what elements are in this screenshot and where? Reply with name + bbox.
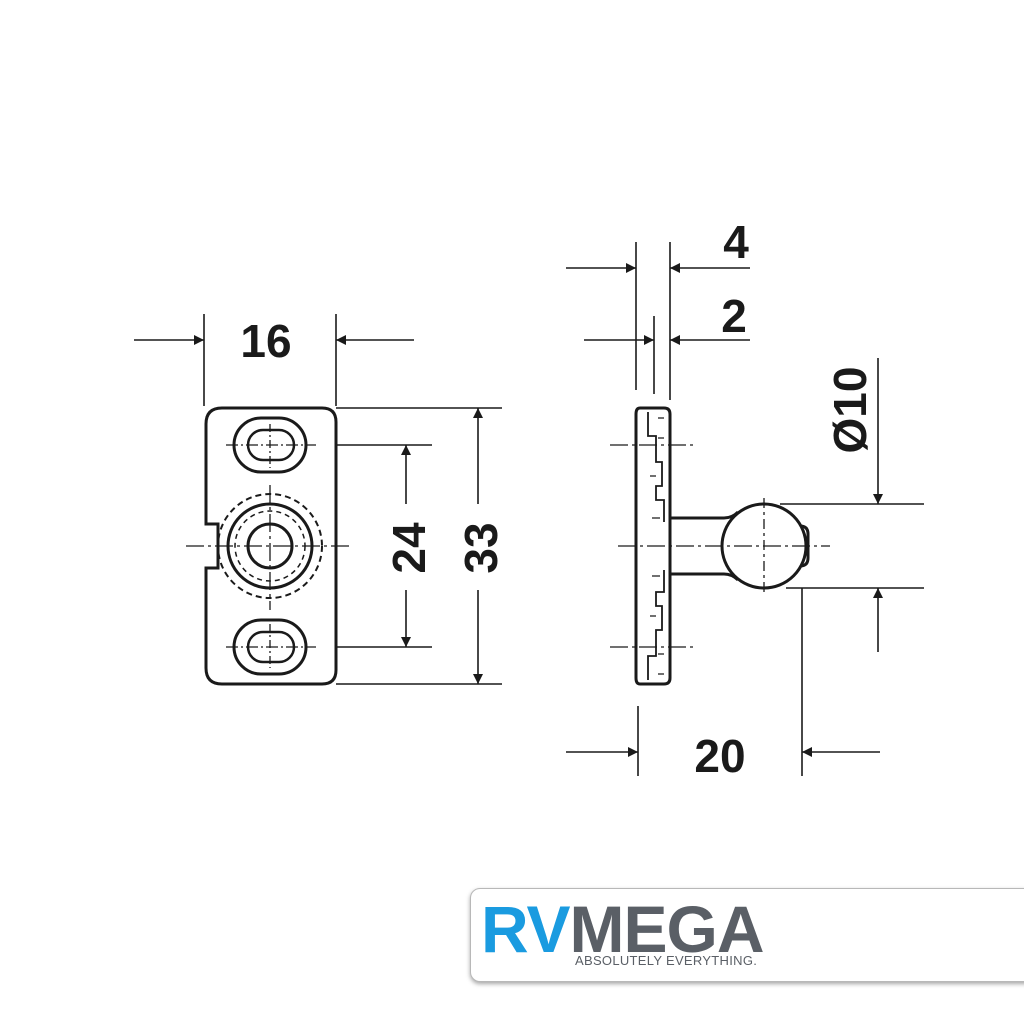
side-view (610, 406, 830, 686)
front-dimensions (134, 314, 502, 685)
dim-projection-label: 20 (694, 730, 745, 782)
front-view (186, 406, 350, 686)
logo-tagline: ABSOLUTELY EVERYTHING. (575, 953, 758, 968)
side-dimensions (566, 242, 924, 776)
dim-width-label: 16 (240, 315, 291, 367)
dim-flange-thickness-label: 2 (721, 290, 747, 342)
logo-wordmark: RVMEGA (481, 891, 765, 967)
dim-ball-diameter-label: Ø10 (824, 367, 876, 454)
logo-rv-text: RV (481, 892, 570, 966)
side-plate-outline (634, 406, 672, 686)
side-plate-detail (647, 412, 665, 680)
dim-height-label: 33 (455, 522, 507, 573)
logo-mega-text: MEGA (569, 892, 765, 966)
side-plate-detail-2 (650, 417, 664, 675)
front-plate-outline (204, 406, 338, 686)
dim-plate-thickness-label: 4 (723, 216, 749, 268)
dim-hole-spacing-label: 24 (383, 522, 435, 574)
rvmega-logo: RVMEGA ABSOLUTELY EVERYTHING. (470, 888, 1024, 982)
